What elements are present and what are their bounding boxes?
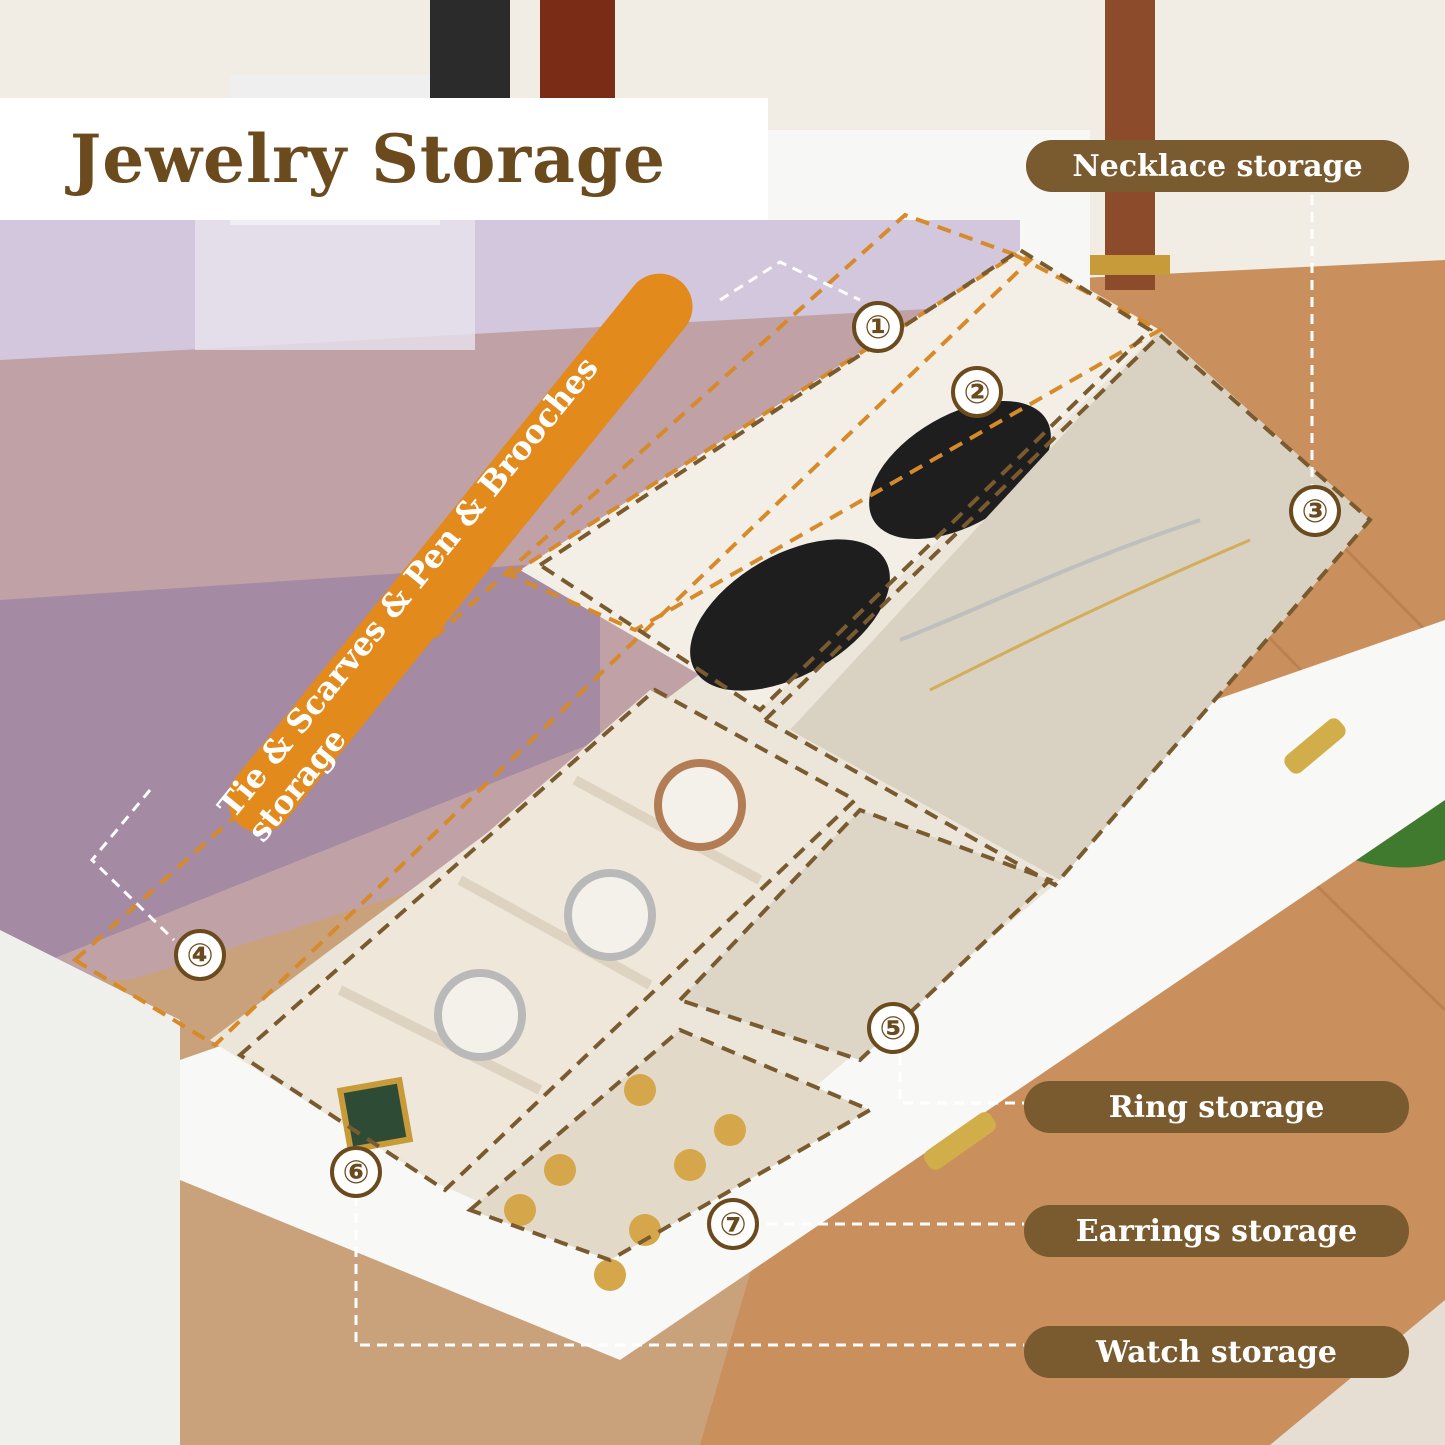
watch-storage-label: Watch storage <box>1024 1326 1409 1378</box>
badge-1: ① <box>852 301 904 353</box>
earrings-storage-label: Earrings storage <box>1024 1205 1409 1257</box>
badge-7: ⑦ <box>707 1198 759 1250</box>
badge-3: ③ <box>1289 485 1341 537</box>
ring-storage-label: Ring storage <box>1024 1081 1409 1133</box>
necklace-storage-label: Necklace storage <box>1026 140 1409 192</box>
badge-4: ④ <box>174 929 226 981</box>
title-banner: Jewelry Storage <box>0 98 768 220</box>
badge-2: ② <box>951 366 1003 418</box>
badge-5: ⑤ <box>867 1002 919 1054</box>
page-title: Jewelry Storage <box>70 120 667 198</box>
badge-6: ⑥ <box>330 1146 382 1198</box>
